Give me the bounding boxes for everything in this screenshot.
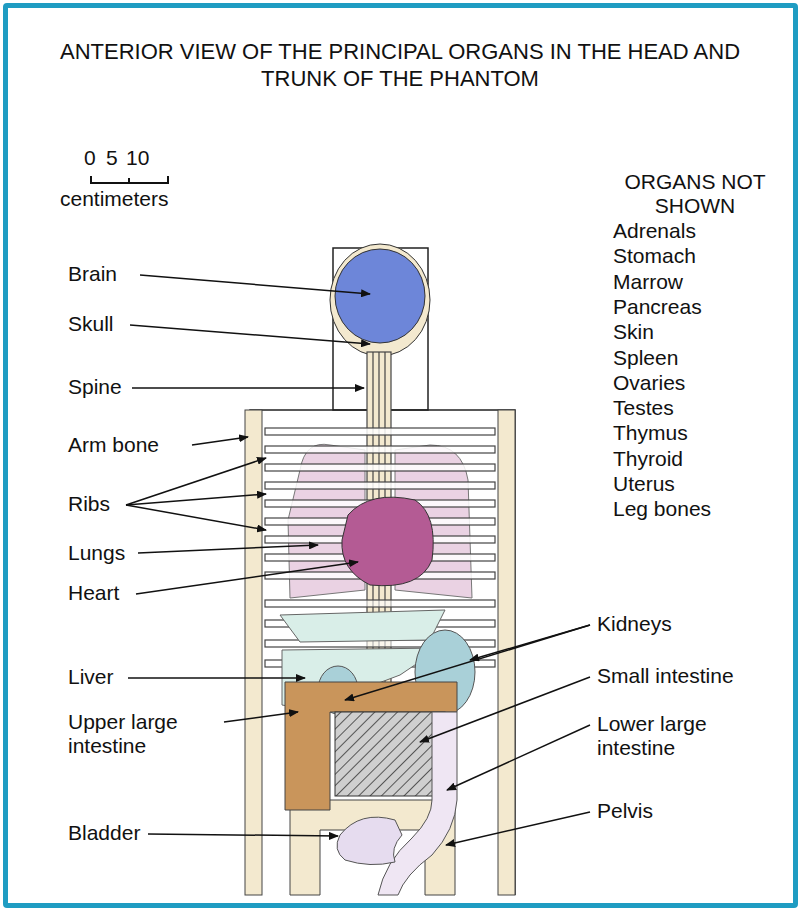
small-intestine [335,712,445,796]
leader-lines [126,275,590,845]
list-item: Spleen [613,346,793,370]
lower-large-intestine [378,712,457,895]
skull [330,244,430,356]
scale-number: 5 [106,146,118,170]
list-item: Marrow [613,270,793,294]
list-item: Pancreas [613,295,793,319]
diagram-title: ANTERIOR VIEW OF THE PRINCIPAL ORGANS IN… [40,38,760,92]
list-item: Adrenals [613,219,793,243]
organ-label: Brain [68,262,117,286]
brain [335,249,425,343]
organ-label: Upper large intestine [68,710,218,758]
organ-label: Pelvis [597,799,653,823]
list-item: Ovaries [613,371,793,395]
scale-number: 10 [126,146,149,170]
list-item: Uterus [613,472,793,496]
organ-label: Ribs [68,492,110,516]
upper-large-intestine [285,682,457,810]
scale-bar [91,176,168,184]
list-item: Thyroid [613,447,793,471]
scale-unit: centimeters [60,187,169,211]
bladder [337,817,402,864]
ribs [265,428,495,667]
heart [342,497,433,586]
list-item: Leg bones [613,497,793,521]
list-item: Skin [613,320,793,344]
organ-label: Small intestine [597,664,734,688]
organ-label: Skull [68,312,114,336]
list-item: Testes [613,396,793,420]
list-heading: ORGANS NOT SHOWN [605,170,785,218]
organ-label: Spine [68,375,122,399]
organ-label: Kidneys [597,612,672,636]
list-item: Thymus [613,421,793,445]
organ-label: Bladder [68,821,140,845]
liver [280,610,445,642]
organ-label: Arm bone [68,433,159,457]
organ-label: Lower large intestine [597,712,747,760]
arm-bone [245,410,262,895]
organ-label: Lungs [68,541,125,565]
scale-number: 0 [84,146,96,170]
organ-label: Liver [68,665,114,689]
organ-label: Heart [68,581,119,605]
list-item: Stomach [613,244,793,268]
